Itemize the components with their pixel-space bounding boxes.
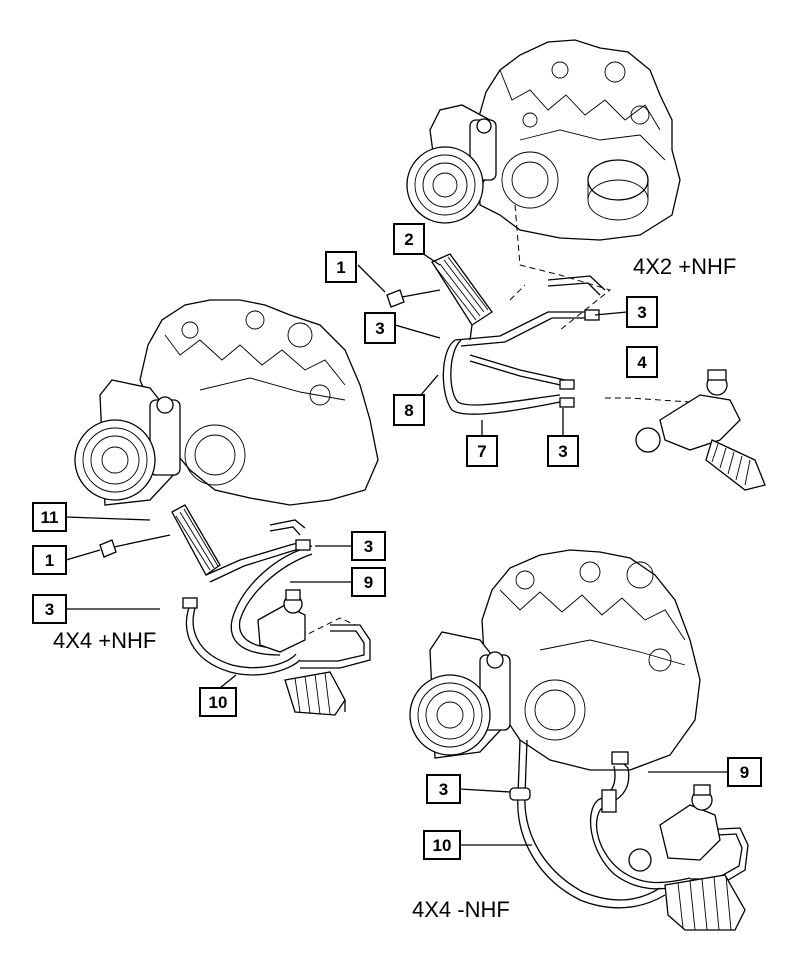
left-bolt [99, 534, 171, 558]
svg-text:10: 10 [209, 693, 228, 712]
callout-bottom-9: 9 [727, 757, 762, 787]
callout-top-3-right: 3 [626, 296, 658, 328]
top-hoses [442, 275, 606, 415]
svg-text:1: 1 [45, 551, 54, 570]
svg-text:2: 2 [404, 230, 413, 249]
top-cooler [431, 253, 493, 341]
top-bolt [386, 289, 441, 308]
top-steering-gear [635, 369, 766, 491]
callout-bottom-10: 10 [423, 830, 461, 860]
callout-left-10: 10 [199, 687, 237, 717]
variant-label-bottom: 4X4 -NHF [412, 897, 510, 922]
callout-left-3-lower: 3 [32, 594, 67, 624]
callout-left-1: 1 [32, 545, 67, 575]
svg-text:9: 9 [364, 573, 373, 592]
callout-top-3-bottom: 3 [547, 435, 579, 467]
variant-label-top: 4X2 +NHF [633, 254, 736, 279]
svg-text:4: 4 [637, 353, 647, 372]
callout-left-3-upper: 3 [351, 531, 386, 561]
left-steering-gear [257, 589, 346, 716]
svg-text:3: 3 [364, 537, 373, 556]
svg-text:7: 7 [477, 442, 486, 461]
callout-top-2: 2 [393, 223, 425, 255]
svg-text:3: 3 [558, 442, 567, 461]
svg-text:1: 1 [336, 258, 345, 277]
callout-top-1: 1 [325, 251, 357, 283]
callout-bottom-3: 3 [426, 774, 461, 804]
svg-text:3: 3 [45, 600, 54, 619]
left-hoses [182, 519, 371, 676]
callout-left-11: 11 [32, 502, 67, 532]
callout-top-7: 7 [466, 435, 498, 467]
bottom-engine-illustration [409, 549, 701, 771]
callout-top-4: 4 [626, 346, 658, 378]
leader-lines [65, 252, 728, 846]
svg-text:3: 3 [637, 303, 646, 322]
svg-text:10: 10 [433, 836, 452, 855]
svg-text:8: 8 [404, 401, 413, 420]
bottom-hoses [509, 739, 749, 909]
left-engine-illustration [74, 299, 379, 506]
svg-text:3: 3 [439, 780, 448, 799]
callout-left-9: 9 [351, 567, 386, 597]
variant-label-left: 4X4 +NHF [53, 628, 156, 653]
svg-text:9: 9 [740, 763, 749, 782]
bottom-steering-gear [628, 784, 746, 931]
left-cooler [171, 504, 221, 576]
callout-top-8: 8 [393, 394, 425, 426]
top-engine-illustration [406, 39, 681, 241]
svg-text:11: 11 [41, 508, 59, 527]
callout-top-3-left: 3 [364, 312, 396, 344]
svg-text:3: 3 [375, 319, 384, 338]
